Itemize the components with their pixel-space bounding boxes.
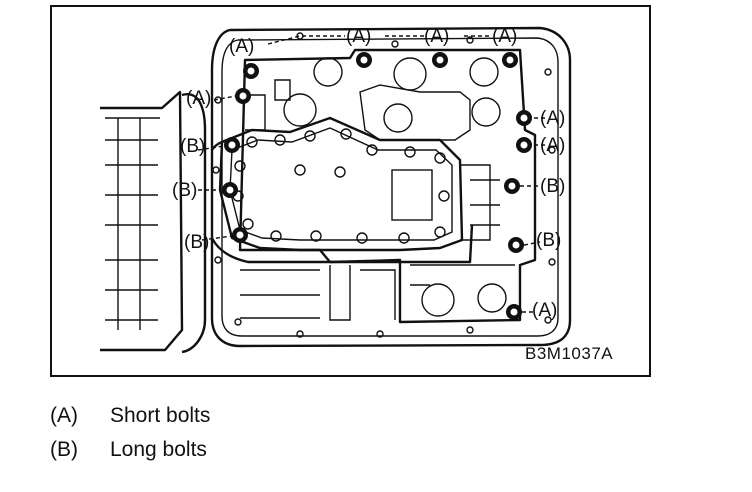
label-a: (A) — [424, 26, 449, 47]
legend-text: Long bolts — [110, 438, 207, 461]
leader-lines — [197, 35, 546, 313]
label-b: (B) — [184, 232, 209, 253]
transmission-case — [100, 90, 207, 354]
figure-code: B3M1037A — [525, 344, 614, 363]
label-b: (B) — [180, 136, 205, 157]
oil-strainer-plate — [210, 116, 474, 264]
figure-frame — [50, 5, 651, 377]
label-a: (A) — [492, 26, 517, 47]
bolt-labels: (A) (A) (A) (A) (A) (A) (A) (B) (B) (B) … — [172, 26, 565, 321]
label-a: (A) — [540, 135, 565, 156]
label-b: (B) — [172, 180, 197, 201]
legend-key: (B) — [50, 438, 78, 461]
valve-body-upper — [238, 48, 537, 324]
legend-text: Short bolts — [110, 404, 211, 427]
label-b: (B) — [536, 230, 561, 251]
short-bolts — [235, 52, 532, 320]
legend-item-long-bolts: (B) Long bolts — [50, 438, 207, 462]
long-bolts — [222, 137, 524, 253]
flange-holes — [212, 32, 556, 338]
label-b: (B) — [540, 176, 565, 197]
label-a: (A) — [540, 108, 565, 129]
label-a: (A) — [532, 300, 557, 321]
label-a: (A) — [186, 88, 211, 109]
label-a: (A) — [229, 36, 254, 57]
case-flange — [210, 26, 572, 348]
legend-item-short-bolts: (A) Short bolts — [50, 404, 210, 428]
label-a: (A) — [346, 26, 371, 47]
legend-key: (A) — [50, 404, 78, 427]
